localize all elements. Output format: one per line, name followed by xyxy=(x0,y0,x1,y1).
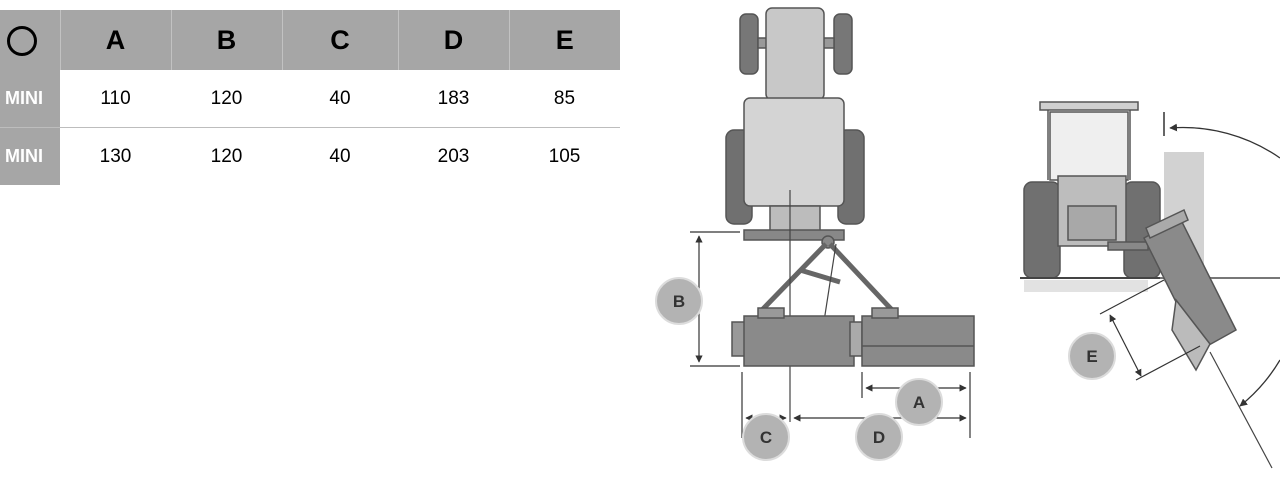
header-b: B xyxy=(170,10,282,70)
mower-head-top xyxy=(731,307,975,367)
tractor-hood xyxy=(765,7,825,101)
label-e: E xyxy=(1068,332,1116,380)
arm-link xyxy=(828,242,894,312)
cell-a: 130 xyxy=(99,146,132,167)
label-c-circle xyxy=(742,413,790,461)
cab-window xyxy=(1049,111,1129,181)
mower-top-plate xyxy=(1145,208,1189,240)
model-name: MINI xyxy=(0,127,60,187)
label-e-text: E xyxy=(1086,347,1097,366)
table-row: MINI 130 120 40 203 105 xyxy=(0,127,620,187)
cell-c: 40 xyxy=(329,146,351,167)
cell-e: 105 xyxy=(548,146,581,167)
cell-a: 110 xyxy=(60,70,171,128)
tractor-rear-view xyxy=(1023,101,1161,279)
mower-joint xyxy=(849,321,863,357)
ground-shadow xyxy=(1024,280,1148,292)
mower-body-right xyxy=(861,315,975,367)
rear-wheel-left xyxy=(1023,181,1061,279)
label-a-text: A xyxy=(913,393,925,412)
label-c: C xyxy=(742,413,790,461)
header-d: D xyxy=(397,10,509,70)
extension-line xyxy=(1099,279,1165,315)
table-row: MINI 110 120 40 183 85 xyxy=(0,70,620,128)
label-d-circle xyxy=(855,413,903,461)
tractor-rear xyxy=(769,205,821,233)
extension-line xyxy=(1135,345,1201,381)
dimension-e xyxy=(1099,279,1201,381)
label-e-circle xyxy=(1068,332,1116,380)
cell-e: 85 xyxy=(509,70,620,128)
model-name: MINI xyxy=(0,70,60,128)
header-c: C xyxy=(281,10,398,70)
header-model-symbol xyxy=(0,10,60,70)
label-b-circle xyxy=(655,277,703,325)
cell-d: 183 xyxy=(398,70,509,128)
tractor-rear-hitch xyxy=(1067,205,1117,241)
tractor-cab xyxy=(743,97,845,207)
cell-b: 120 xyxy=(210,146,243,167)
label-d: D xyxy=(855,413,903,461)
cell-d: 203 xyxy=(437,146,470,167)
table-header-row: A B C D E xyxy=(0,10,620,70)
mower-mount xyxy=(871,307,899,319)
rotation-arc-upper xyxy=(1169,123,1280,159)
label-b: B xyxy=(655,277,703,325)
dimension-arrow xyxy=(1109,314,1142,377)
hitch-bar xyxy=(1107,241,1149,251)
mower-shadow-plate xyxy=(1171,298,1211,372)
tractor-top-view xyxy=(725,7,865,249)
circle-icon xyxy=(6,25,37,56)
label-d-text: D xyxy=(873,428,885,447)
label-c-text: C xyxy=(760,428,772,447)
arm-link xyxy=(760,242,828,312)
mower-head-tilted xyxy=(1143,208,1237,372)
front-wheel-right xyxy=(833,13,853,75)
mower-mount xyxy=(757,307,785,319)
mower-body-left xyxy=(743,315,855,367)
rotation-arc-lower xyxy=(1239,359,1280,407)
cab-roof xyxy=(1039,101,1139,111)
mower-arm xyxy=(760,242,894,312)
arm-link xyxy=(799,267,841,285)
tilt-axis-line xyxy=(1209,351,1273,469)
cell-b: 120 xyxy=(171,70,282,128)
cell-c: 40 xyxy=(282,70,398,128)
front-wheel-left xyxy=(739,13,759,75)
header-e: E xyxy=(508,10,620,70)
label-b-text: B xyxy=(673,292,685,311)
label-a: A xyxy=(895,378,943,426)
dimension-table: A B C D E MINI 110 120 40 183 85 MINI 13… xyxy=(0,10,620,187)
label-a-circle xyxy=(895,378,943,426)
header-a: A xyxy=(59,10,171,70)
hitch-bar xyxy=(743,229,845,241)
